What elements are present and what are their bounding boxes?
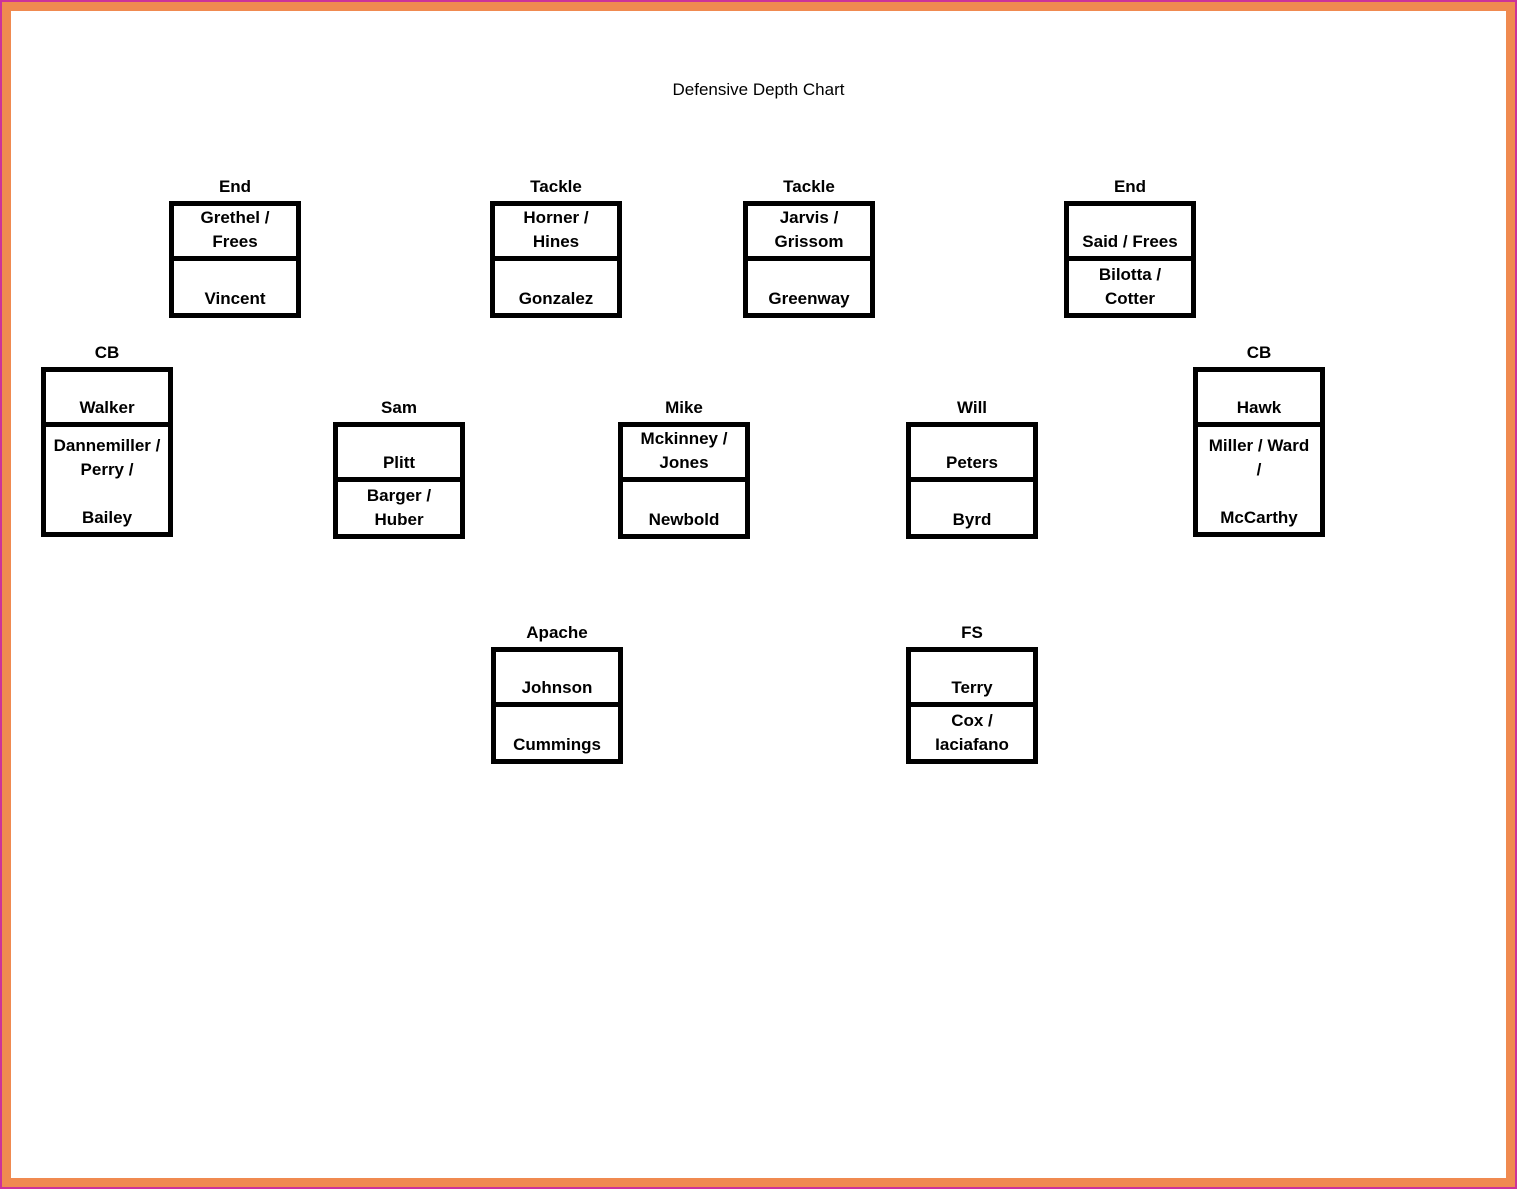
- depth-box: Jarvis /Grissom Greenway: [743, 201, 875, 318]
- backups-cell: Miller / Ward/McCarthy: [1208, 436, 1310, 527]
- position-group-mike: Mike Mckinney /Jones Newbold: [618, 396, 750, 539]
- starters-cell: Hawk: [1198, 372, 1320, 427]
- position-group-cb-right: CB Hawk Miller / Ward/McCarthy: [1193, 341, 1325, 537]
- position-label: End: [218, 177, 252, 196]
- backups-cell: Byrd: [952, 510, 992, 529]
- starters-cell: Peters: [911, 427, 1033, 482]
- position-label: End: [1113, 177, 1147, 196]
- position-group-apache: Apache Johnson Cummings: [491, 621, 623, 764]
- starters-cell: Mckinney /Jones: [623, 427, 745, 482]
- depth-box: Horner /Hines Gonzalez: [490, 201, 622, 318]
- depth-box: Johnson Cummings: [491, 647, 623, 764]
- position-group-fs: FS Terry Cox /Iaciafano: [906, 621, 1038, 764]
- depth-box: Mckinney /Jones Newbold: [618, 422, 750, 539]
- position-group-end-left: End Grethel /Frees Vincent: [169, 175, 301, 318]
- position-label: Tackle: [530, 177, 582, 196]
- position-group-end-right: End Said / Frees Bilotta /Cotter: [1064, 175, 1196, 318]
- position-group-will: Will Peters Byrd: [906, 396, 1038, 539]
- backups-cell: Gonzalez: [518, 289, 594, 308]
- backups-cell: Bilotta /Cotter: [1098, 265, 1162, 308]
- depth-box: Terry Cox /Iaciafano: [906, 647, 1038, 764]
- position-label: Mike: [665, 398, 703, 417]
- depth-box: Said / Frees Bilotta /Cotter: [1064, 201, 1196, 318]
- depth-box: Grethel /Frees Vincent: [169, 201, 301, 318]
- starters-cell: Walker: [46, 372, 168, 427]
- depth-box: Plitt Barger /Huber: [333, 422, 465, 539]
- depth-box: Peters Byrd: [906, 422, 1038, 539]
- starters-cell: Terry: [911, 652, 1033, 707]
- backups-cell: Newbold: [648, 510, 720, 529]
- starters-cell: Johnson: [496, 652, 618, 707]
- position-label: CB: [94, 343, 120, 362]
- backups-cell: Dannemiller /Perry /Bailey: [53, 436, 161, 527]
- position-group-tackle-left: Tackle Horner /Hines Gonzalez: [490, 175, 622, 318]
- depth-box: Walker Dannemiller /Perry /Bailey: [41, 367, 173, 537]
- backups-cell: Cox /Iaciafano: [935, 711, 1009, 754]
- backups-cell: Vincent: [204, 289, 266, 308]
- starters-cell: Grethel /Frees: [174, 206, 296, 261]
- position-group-tackle-right: Tackle Jarvis /Grissom Greenway: [743, 175, 875, 318]
- page-title: Defensive Depth Chart: [672, 80, 845, 99]
- starters-cell: Horner /Hines: [495, 206, 617, 261]
- position-label: CB: [1246, 343, 1272, 362]
- backups-cell: Greenway: [768, 289, 850, 308]
- position-label: Apache: [526, 623, 588, 642]
- position-label: Will: [956, 398, 988, 417]
- position-label: FS: [961, 623, 983, 642]
- position-group-cb-left: CB Walker Dannemiller /Perry /Bailey: [41, 341, 173, 537]
- starters-cell: Said / Frees: [1069, 206, 1191, 261]
- starters-cell: Plitt: [338, 427, 460, 482]
- position-label: Tackle: [783, 177, 835, 196]
- backups-cell: Barger /Huber: [366, 486, 432, 529]
- depth-box: Hawk Miller / Ward/McCarthy: [1193, 367, 1325, 537]
- backups-cell: Cummings: [513, 735, 601, 754]
- position-label: Sam: [381, 398, 417, 417]
- starters-cell: Jarvis /Grissom: [748, 206, 870, 261]
- position-group-sam: Sam Plitt Barger /Huber: [333, 396, 465, 539]
